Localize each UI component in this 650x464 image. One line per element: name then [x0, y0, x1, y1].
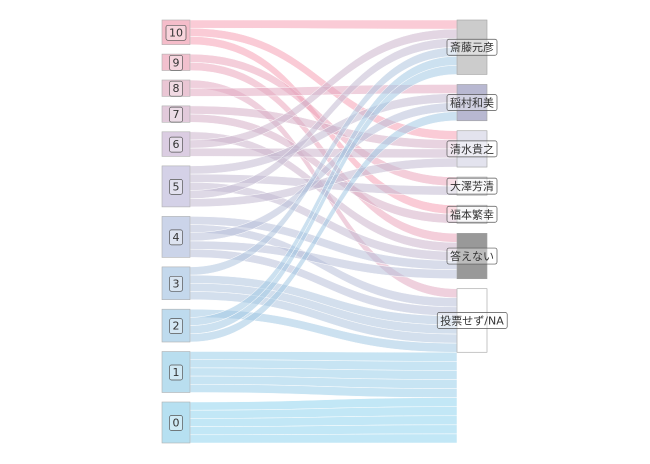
left-stratum-label: 10 [165, 24, 187, 41]
left-stratum-label: 5 [169, 179, 183, 195]
left-stratum [161, 401, 191, 444]
right-stratum-label-text: 福本繁幸 [450, 207, 494, 221]
left-stratum [161, 266, 191, 300]
left-stratum-label: 0 [169, 415, 183, 431]
right-stratum-label-box [446, 94, 498, 111]
left-stratum-label-text: 9 [173, 56, 180, 69]
left-stratum-label-text: 7 [173, 108, 180, 121]
left-stratum-label-text: 8 [173, 82, 180, 95]
left-stratum-label-box [169, 364, 183, 381]
right-stratum-label-text: 清水貴之 [450, 142, 494, 156]
right-stratum-label-box [446, 177, 498, 195]
right-stratum [456, 176, 488, 196]
flow-band [189, 433, 458, 444]
right-stratum [456, 233, 488, 280]
right-stratum-label-text: 斎藤元彦 [450, 40, 494, 54]
right-stratum-label-box [446, 205, 498, 223]
right-stratum-label: 答えない [446, 247, 498, 265]
right-stratum-label: 清水貴之 [446, 140, 498, 158]
left-stratum-label: 8 [169, 80, 183, 97]
left-stratum-label: 6 [169, 136, 183, 153]
flows-layer [189, 19, 458, 444]
left-stratum-label-box [169, 136, 183, 153]
left-stratum-label-box [169, 106, 183, 123]
left-stratum-label-box [165, 24, 187, 41]
right-stratum-label-text: 投票せず/NA [440, 313, 504, 327]
right-stratum-label: 稲村和美 [446, 94, 498, 111]
flow-band [189, 19, 458, 30]
left-stratum-label: 7 [169, 106, 183, 123]
left-stratum-label: 4 [169, 229, 183, 246]
left-stratum-label-box [169, 275, 183, 292]
flow-band [189, 424, 458, 436]
left-stratum-label-box [169, 179, 183, 195]
left-stratum [161, 216, 191, 258]
right-stratum-label-box [446, 247, 498, 265]
right-stratum-label-text: 大澤芳清 [450, 179, 494, 193]
right-stratum-label: 大澤芳清 [446, 177, 498, 195]
flow-band [189, 147, 458, 159]
left-stratum-label-box [169, 80, 183, 97]
right-stratum-label: 投票せず/NA [436, 312, 508, 329]
left-stratum-label-text: 3 [173, 277, 180, 290]
left-stratum-label: 9 [169, 54, 183, 71]
right-stratum-label-text: 答えない [450, 249, 494, 263]
left-stratum [161, 308, 191, 343]
left-stratum-label: 1 [169, 364, 183, 381]
left-stratum-label-text: 2 [173, 320, 180, 333]
left-stratum [161, 165, 191, 208]
left-stratum-label-box [169, 54, 183, 71]
right-stratum-label: 福本繁幸 [446, 205, 498, 223]
left-stratum-label-box [169, 229, 183, 246]
right-stratum-label-box [436, 312, 508, 329]
right-stratum [456, 204, 488, 224]
left-stratum [161, 351, 191, 393]
left-stratum-label-box [169, 318, 183, 334]
left-stratum-label-text: 0 [173, 417, 180, 430]
left-stratum-label: 3 [169, 275, 183, 292]
right-stratum [456, 19, 488, 75]
left-stratum-label-text: 6 [173, 138, 180, 151]
right-stratum [456, 130, 488, 168]
right-stratum-label-box [446, 38, 498, 56]
right-stratum-label-text: 稲村和美 [450, 96, 494, 110]
right-stratum [456, 288, 488, 353]
left-stratum-label: 2 [169, 318, 183, 334]
right-stratum [456, 84, 488, 122]
left-stratum-label-text: 5 [173, 180, 180, 193]
right-stratum-label-box [446, 140, 498, 158]
right-stratum-label: 斎藤元彦 [446, 38, 498, 56]
left-stratum-label-text: 4 [173, 231, 180, 244]
left-stratum-label-box [169, 415, 183, 431]
left-stratum-label-text: 1 [173, 366, 180, 379]
left-stratum-label-text: 10 [169, 26, 183, 39]
